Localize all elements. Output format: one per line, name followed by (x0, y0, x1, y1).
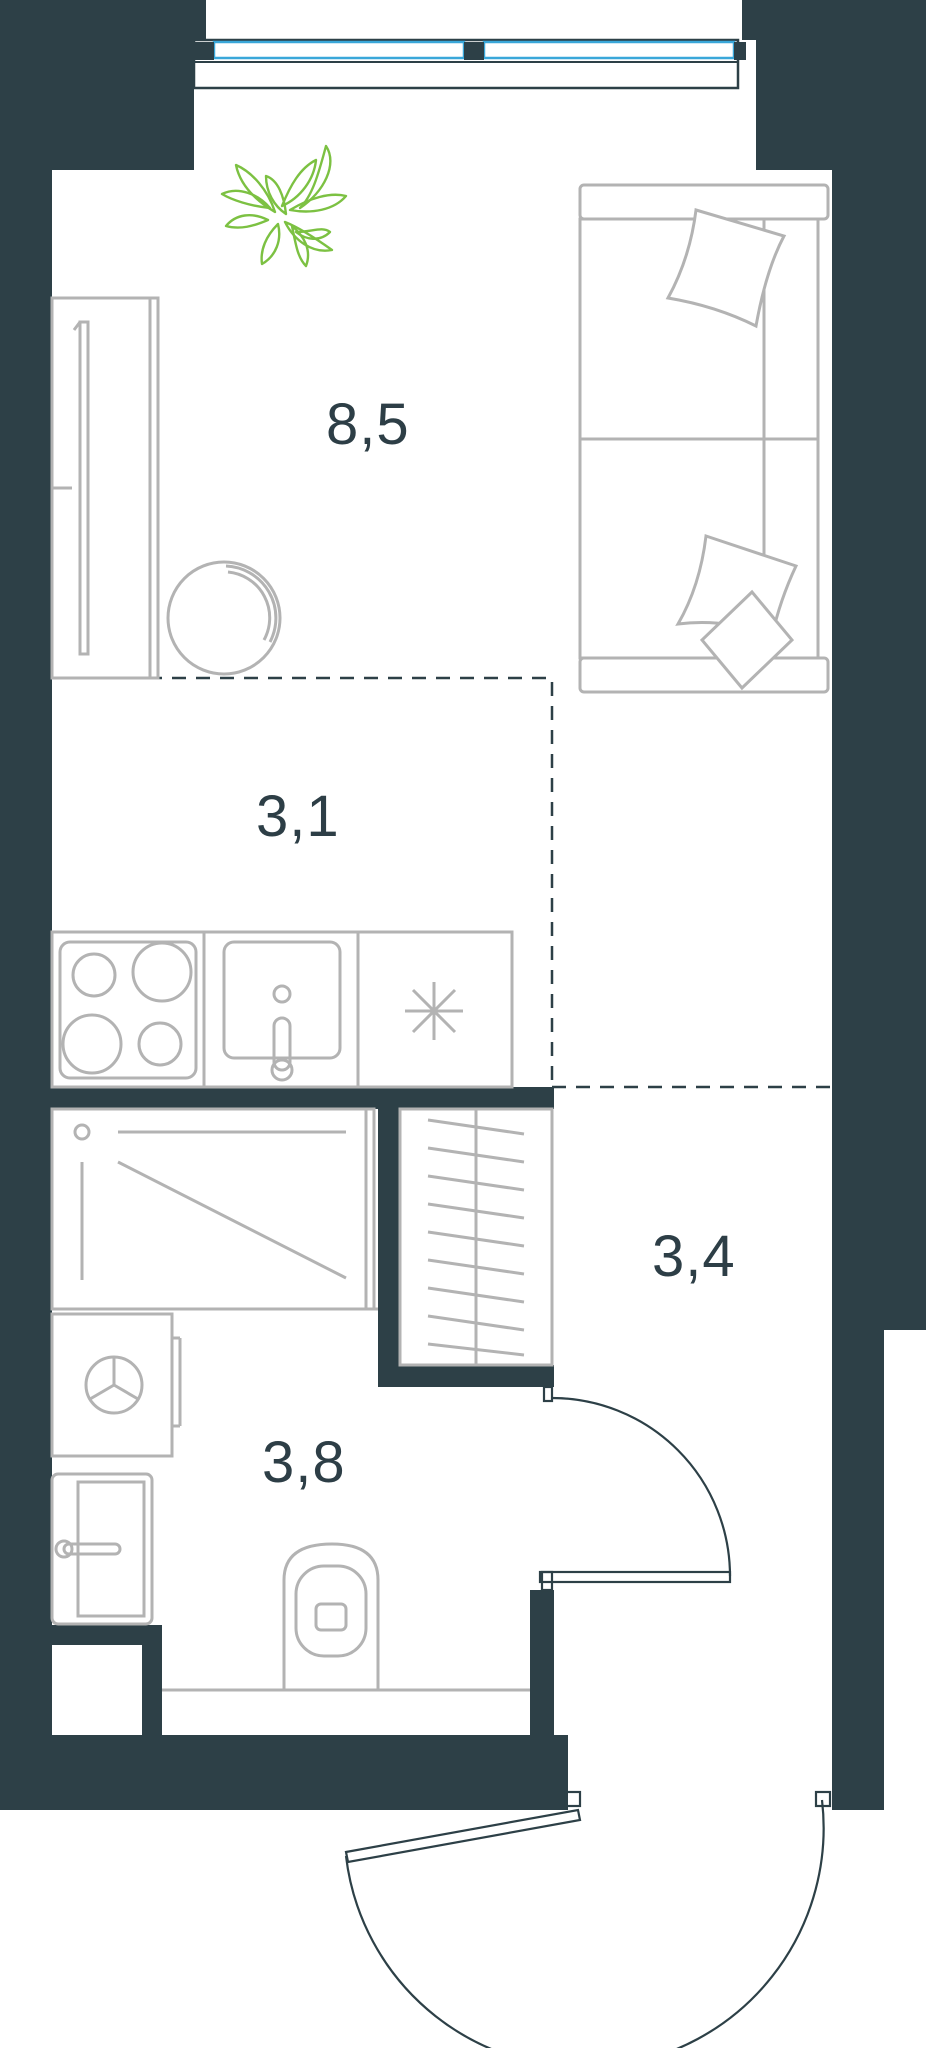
sink-icon (222, 940, 342, 1082)
kitchen-counter (50, 930, 514, 1089)
kitchen-area: 3,1 (256, 784, 340, 849)
armchair (166, 560, 282, 676)
entrance-door[interactable] (344, 1790, 832, 2048)
hall-area: 3,4 (652, 1224, 736, 1289)
closet-shelves (398, 1107, 554, 1367)
living-room-area: 8,5 (326, 392, 410, 457)
cooker-hood-icon (405, 982, 463, 1040)
bathroom-area: 3,8 (262, 1430, 346, 1495)
toilet-icon (162, 1542, 530, 1692)
walls (0, 0, 926, 1810)
wardrobe (50, 296, 160, 680)
plant-icon (220, 144, 348, 268)
bathroom-door[interactable] (538, 1385, 732, 1592)
sofa (578, 183, 830, 694)
zone-dividers (52, 676, 832, 1089)
washing-machine-icon (50, 1312, 182, 1458)
cooktop-icon (58, 940, 198, 1080)
bathtub (50, 1107, 378, 1311)
washbasin-icon (50, 1472, 154, 1626)
window (192, 38, 746, 90)
